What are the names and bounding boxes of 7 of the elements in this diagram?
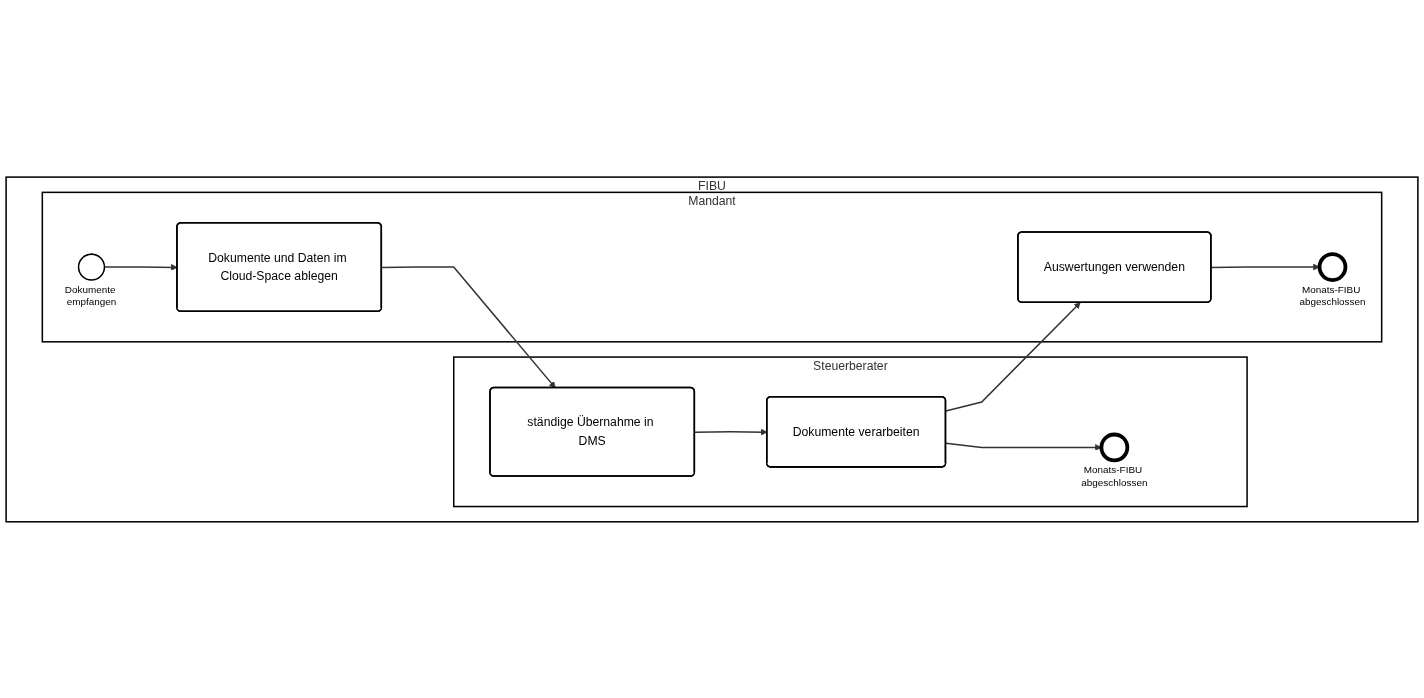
event-label: Monats-FIBU abgeschlossen: [1299, 283, 1366, 307]
arrow: [945, 301, 1081, 412]
node-circle: [1317, 251, 1348, 282]
node-circle: [1099, 432, 1130, 462]
event-label: Monats-FIBU abgeschlossen: [1081, 463, 1148, 488]
event-label: Dokumente empfangen: [64, 283, 117, 307]
node-circle: [77, 252, 106, 281]
